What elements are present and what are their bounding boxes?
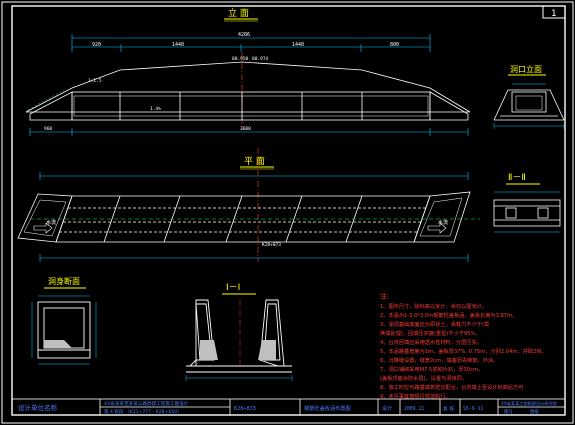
dim-span-1: 920: [92, 42, 101, 48]
note-line: 6、沉降缝设置，缝宽2cm，填塞沥青麻絮，外涂。: [380, 356, 498, 364]
note-line: 7、洞口铺砌采用M7.5浆砌片石，厚30cm，: [380, 365, 483, 373]
elev-mark-left: 80.950: [232, 56, 249, 62]
page-number: 1: [551, 9, 556, 19]
slope-guide-left: [27, 89, 65, 111]
note-line: 4、台背回填应采用透水性材料，分层压实。: [380, 338, 482, 346]
body-section-fill: [44, 340, 72, 348]
note-line: (盖板顶面涂防水层)，设置与洞身同，: [380, 374, 467, 382]
note-line: 2、本涵为1-3.0*3.0m钢筋砼盖板涵，盖板长度为3.87m。: [380, 311, 517, 319]
section-11-title: Ⅰ－Ⅰ: [226, 283, 240, 293]
flow-arrow-left: 水流: [33, 219, 56, 234]
end-elevation-view: 洞口立面: [493, 64, 565, 129]
note-line: 1、图中尺寸，除标高以米计，余均以厘米计。: [380, 302, 487, 310]
section-22-title: Ⅱ－Ⅱ: [508, 173, 526, 183]
plan-station: K28+873: [262, 242, 281, 248]
end-elevation-title: 洞口立面: [510, 64, 542, 74]
note-line: 换填处理)，回填压实度(重型)不小于95%。: [380, 329, 481, 337]
flow-arrow-right: 水流: [427, 219, 448, 234]
note-line: 8、施工时应与路基填筑密切配合，台背填土至设计标高后方可: [380, 383, 523, 391]
notes-block: 注: 1、图中尺寸，除标高以米计，余均以厘米计。 2、本涵为1-3.0*3.0m…: [380, 291, 547, 400]
embankment-outline: [25, 61, 471, 113]
tb-designer-date: 2009.11: [404, 406, 424, 412]
plan-view: 平 面: [17, 148, 480, 262]
tb-drawing-code: K28+873: [234, 406, 256, 412]
dim-bottom-mid: 3600: [240, 126, 251, 132]
plan-title: 平 面: [244, 156, 265, 167]
note-line: 5、本涵路基宽度为1m，盖板厚37%, 0.75m，分别2.04m，并取2W。: [380, 347, 547, 355]
tb-drawing-name: 钢筋砼盖板涵布置图: [304, 404, 351, 412]
tb-project-line2: 第 4 标段 （K21+777 - K28+650）: [104, 408, 182, 415]
elevation-bottom-dimensions: [29, 128, 469, 136]
tb-right-line2: 图号: [504, 409, 513, 415]
flow-label-left: 水流: [46, 219, 56, 226]
section-11-fill-left: [200, 340, 218, 360]
plan-top-dimensions: [39, 172, 469, 180]
dim-span-4: 800: [390, 42, 399, 48]
plan-bottom-dimensions: [39, 254, 469, 262]
elev-mark-right: 80.974: [252, 56, 269, 62]
note-line: 3、涵洞基础底面应为原状土，承载力不小于(需: [380, 320, 489, 328]
elevation-view: 立 面 4286 920 1440 1440 800: [25, 7, 471, 136]
body-section-view: 洞身断面: [31, 276, 97, 365]
dim-span-3: 1440: [292, 42, 304, 48]
plan-inlet: [17, 193, 73, 243]
slope-percent: 1.4%: [150, 106, 161, 112]
section-22-view: Ⅱ－Ⅱ: [493, 173, 561, 233]
tb-project-line1: XX省某某至某某公路改建工程施工图设计: [104, 400, 189, 407]
elevation-title: 立 面: [228, 7, 249, 19]
tb-designer-label: 设计: [382, 405, 392, 412]
dim-overall: 4286: [238, 32, 250, 38]
title-block: 设计单位名称 XX省某某至某某公路改建工程施工图设计 第 4 标段 （K21+7…: [11, 398, 566, 416]
body-section-title: 洞身断面: [48, 276, 80, 286]
elevation-top-dimensions: [71, 34, 431, 52]
wing-walls-elevation: [29, 91, 469, 121]
flow-label-right: 水流: [438, 219, 448, 226]
plan-outlet: [413, 191, 471, 243]
tb-sheet-no: S5-9-11: [463, 406, 483, 412]
tb-right-line1: XX省某某工程勘察设计研究院: [501, 400, 558, 407]
tb-right-line3: 图纸: [530, 408, 539, 415]
page-number-box: 1: [542, 5, 566, 19]
tb-checker-label: 复 核: [443, 405, 454, 412]
notes-title: 注:: [380, 291, 389, 300]
section-11-view: Ⅰ－Ⅰ: [185, 283, 293, 381]
slope-ratio: 1:1.5: [88, 78, 102, 84]
dim-bottom-left: 960: [44, 126, 52, 132]
section-11-fill-right: [258, 340, 276, 360]
note-line: 9、未尽事宜按现行规范执行。: [380, 392, 451, 400]
dim-span-2: 1440: [172, 42, 184, 48]
tb-company: 设计单位名称: [18, 403, 58, 412]
